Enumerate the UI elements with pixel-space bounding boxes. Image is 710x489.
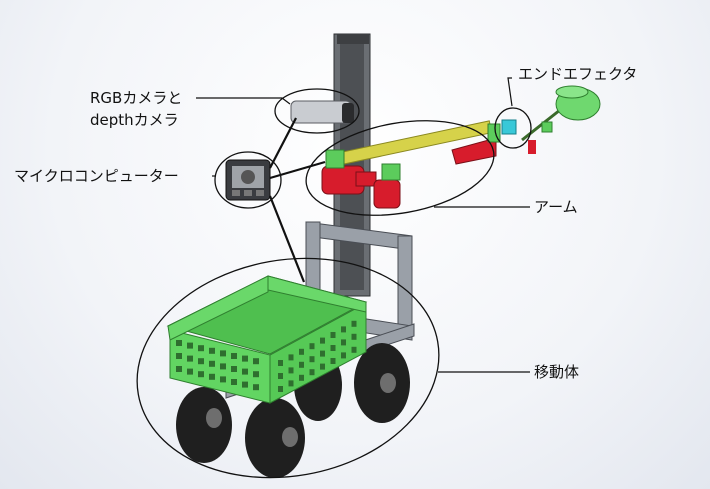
label-rgb-camera-line1: RGBカメラと xyxy=(90,89,183,107)
basket-hole xyxy=(253,358,259,365)
basket-hole xyxy=(278,373,283,379)
microcomputer-unit xyxy=(225,159,271,201)
basket-hole xyxy=(242,381,248,388)
basket-hole xyxy=(176,353,182,359)
basket-hole xyxy=(198,345,204,352)
basket-hole xyxy=(309,343,315,350)
callout-end-effector xyxy=(494,107,532,149)
basket-hole xyxy=(320,363,325,370)
basket-hole xyxy=(187,355,193,362)
basket-hole xyxy=(351,346,357,353)
basket-hole xyxy=(320,350,325,357)
basket-hole xyxy=(299,361,304,368)
basket-hole xyxy=(209,360,215,367)
wiring-lines xyxy=(268,117,326,283)
basket-hole xyxy=(341,352,346,359)
basket-hole xyxy=(231,353,237,359)
basket-hole xyxy=(176,340,182,346)
basket-hole xyxy=(198,358,204,365)
basket-hole xyxy=(341,326,346,333)
callout-microcomputer xyxy=(214,151,282,209)
basket-hole xyxy=(231,366,237,372)
camera-unit xyxy=(290,100,354,124)
basket-hole xyxy=(242,355,248,362)
basket-hole xyxy=(351,320,357,327)
end-effector-gripper xyxy=(521,85,601,154)
label-mobile-base: 移動体 xyxy=(534,363,580,381)
basket-hole xyxy=(220,350,226,357)
wheel-front-left xyxy=(176,387,232,463)
label-rgb-camera-line2: depthカメラ xyxy=(90,111,179,129)
basket-hole xyxy=(288,380,294,387)
basket-hole xyxy=(330,345,336,351)
callout-camera xyxy=(274,88,360,134)
basket-hole xyxy=(288,354,294,361)
basket-hole xyxy=(209,373,215,380)
basket-hole xyxy=(299,348,304,355)
basket-hole xyxy=(187,368,193,375)
basket-hole xyxy=(176,366,182,372)
basket-hole xyxy=(209,347,215,354)
wheels xyxy=(176,343,410,478)
basket-hole xyxy=(299,374,304,381)
basket-hole xyxy=(341,339,346,346)
basket-hole xyxy=(220,376,226,383)
basket-hole xyxy=(220,363,226,370)
lift-tower xyxy=(333,33,371,297)
basket-hole xyxy=(351,333,357,340)
basket-hole xyxy=(309,356,315,363)
label-end-effector: エンドエフェクタ xyxy=(518,65,638,83)
basket-hole xyxy=(242,368,248,375)
leader-lines xyxy=(196,77,530,373)
basket-hole xyxy=(330,358,336,364)
wheel-front-right xyxy=(245,398,305,478)
basket-hole xyxy=(231,379,237,385)
basket-hole xyxy=(198,371,204,378)
basket-hole xyxy=(309,369,315,376)
basket-hole xyxy=(253,384,259,391)
callout-ellipses xyxy=(136,88,532,479)
basket-hole xyxy=(187,342,193,349)
basket-holes xyxy=(176,320,357,392)
basket-hole xyxy=(253,371,259,378)
basket-hole xyxy=(278,386,283,392)
arm-assembly xyxy=(321,119,517,209)
callout-mobile-base xyxy=(136,257,440,479)
basket-hole xyxy=(320,337,325,344)
basket-hole xyxy=(288,367,294,374)
basket-hole xyxy=(330,332,336,338)
label-arm: アーム xyxy=(534,198,578,216)
label-microcomputer: マイクロコンピューター xyxy=(14,167,179,185)
basket-hole xyxy=(278,360,283,366)
callout-arm xyxy=(305,120,495,216)
